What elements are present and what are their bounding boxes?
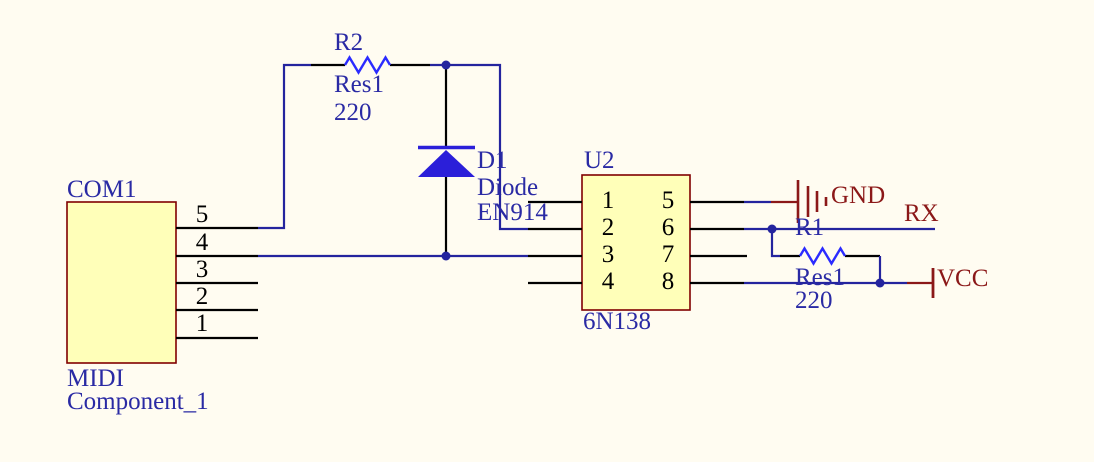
u2-pin-number-1: 1 — [601, 187, 615, 214]
com1-comment-line1[interactable]: MIDI — [67, 365, 124, 392]
u2-pin-number-2: 2 — [601, 214, 615, 241]
com1-pin-number-2: 2 — [195, 283, 209, 310]
com1-comment-line2[interactable]: Component_1 — [67, 388, 209, 415]
gnd-net-label[interactable]: GND — [831, 182, 886, 209]
r1-resistor-symbol[interactable] — [798, 246, 847, 266]
r2-value[interactable]: 220 — [334, 99, 372, 126]
r1-value[interactable]: 220 — [795, 287, 833, 314]
com1-pin-number-3: 3 — [195, 256, 209, 283]
u2-pin-number-5: 5 — [661, 187, 675, 214]
wire-rx-to-r1[interactable] — [770, 229, 780, 258]
u2-pin-number-4: 4 — [601, 268, 615, 295]
vcc-symbol[interactable] — [907, 268, 935, 298]
u2-component-body[interactable] — [581, 174, 691, 311]
u2-pin-number-8: 8 — [661, 268, 675, 295]
junction-dot-d1-anode — [441, 251, 451, 261]
wire-r2-to-u2p2[interactable] — [430, 63, 528, 231]
com1-pin-number-1: 1 — [195, 310, 209, 337]
u2-pin-number-7: 7 — [661, 241, 675, 268]
com1-designator[interactable]: COM1 — [67, 176, 137, 203]
com1-pin-lines[interactable] — [176, 226, 258, 340]
r2-resistor-symbol[interactable] — [343, 55, 392, 75]
u2-pin-number-3: 3 — [601, 241, 615, 268]
u2-pin-number-6: 6 — [661, 214, 675, 241]
gnd-symbol[interactable] — [771, 180, 828, 223]
r1-designator[interactable]: R1 — [795, 214, 825, 241]
junction-dot-rx-r1 — [767, 224, 777, 234]
u2-designator[interactable]: U2 — [584, 147, 615, 174]
junction-dots — [441, 60, 885, 288]
r1-comment[interactable]: Res1 — [795, 264, 845, 291]
d1-value[interactable]: EN914 — [477, 199, 548, 226]
d1-anode-triangle[interactable] — [418, 150, 475, 177]
com1-pin-number-5: 5 — [195, 201, 209, 228]
com1-component-body[interactable] — [66, 201, 177, 364]
rx-net-label[interactable]: RX — [904, 200, 939, 227]
com1-pin-number-4: 4 — [195, 229, 209, 256]
junction-dot-r2-d1 — [441, 60, 451, 70]
wires[interactable] — [258, 63, 935, 285]
vcc-net-label[interactable]: VCC — [937, 265, 989, 292]
u2-pin-lines[interactable] — [528, 200, 747, 285]
wire-com1p5-to-r2[interactable] — [258, 63, 311, 230]
u2-comment[interactable]: 6N138 — [583, 308, 652, 335]
d1-comment[interactable]: Diode — [477, 174, 539, 201]
component-lead-lines[interactable] — [311, 63, 880, 258]
r2-comment[interactable]: Res1 — [334, 71, 384, 98]
d1-diode-symbol[interactable] — [418, 145, 475, 178]
junction-dot-vcc-r1 — [875, 278, 885, 288]
r2-designator[interactable]: R2 — [334, 29, 364, 56]
d1-designator[interactable]: D1 — [477, 147, 508, 174]
